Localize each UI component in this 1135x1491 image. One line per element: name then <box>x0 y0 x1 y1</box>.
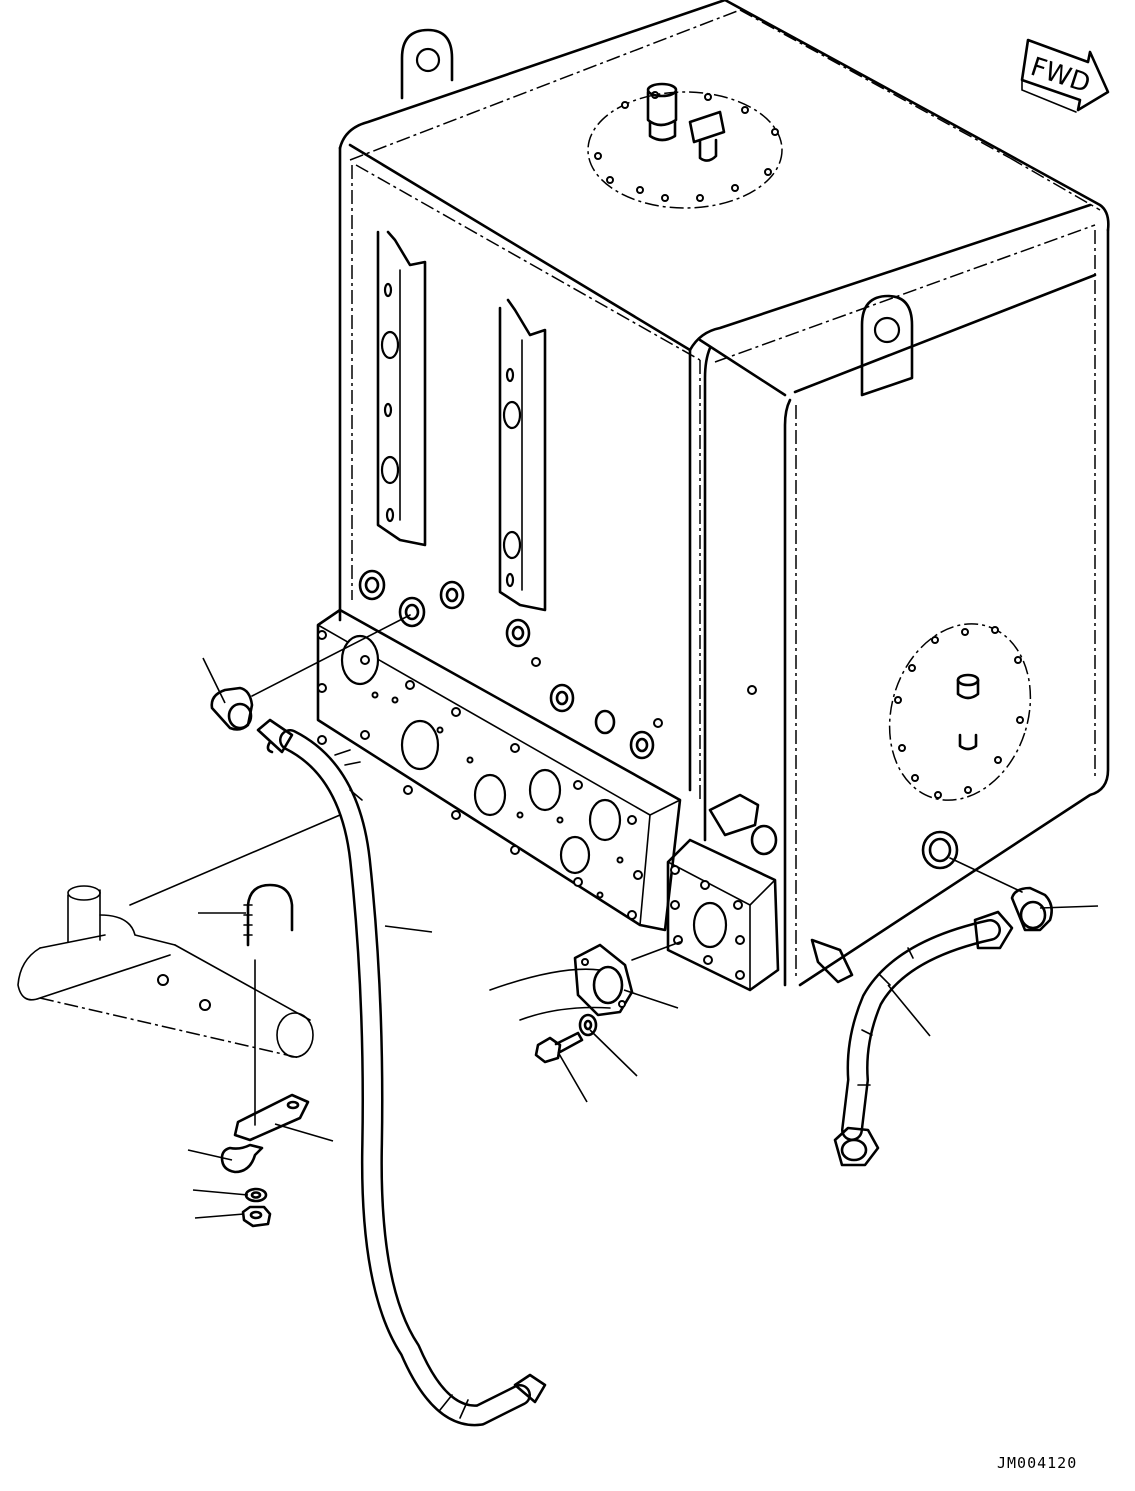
suction-hose-end <box>489 968 611 1021</box>
short-hose <box>833 910 1014 1167</box>
drawing-number: JM004120 <box>997 1454 1077 1472</box>
long-drain-hose <box>256 718 547 1427</box>
port-manifold <box>316 608 682 932</box>
clamp-plate <box>233 1093 310 1142</box>
hydraulic-tank <box>316 0 1110 992</box>
hose-clip <box>220 1143 264 1174</box>
flange-washer <box>578 1013 598 1037</box>
left-bracket <box>376 230 427 547</box>
drain-elbow-fitting <box>210 614 411 731</box>
elbow-fitting-right <box>949 857 1053 932</box>
tank-plugs <box>358 569 959 984</box>
forward-direction-arrow: FWD <box>1020 38 1110 113</box>
center-bracket <box>498 298 547 612</box>
leader-lines <box>187 657 1099 1219</box>
suction-port-block <box>666 838 780 992</box>
split-flange <box>573 941 681 1017</box>
breather-cap <box>646 82 726 162</box>
u-bolt <box>243 883 294 1126</box>
flange-bolt <box>534 1031 584 1064</box>
nut <box>241 1205 272 1228</box>
top-cover-bolts <box>594 91 779 202</box>
washer <box>244 1187 268 1203</box>
side-cover-bolts <box>894 626 1024 799</box>
suction-pipe <box>17 814 341 1059</box>
